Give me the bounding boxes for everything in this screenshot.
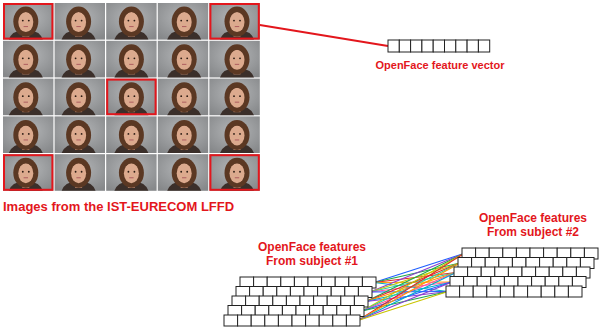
face-image bbox=[209, 41, 259, 78]
face-image bbox=[106, 154, 156, 191]
face-image bbox=[3, 154, 53, 191]
face-image bbox=[106, 79, 156, 116]
face-image bbox=[55, 3, 105, 40]
leader-line bbox=[260, 25, 388, 46]
face-image bbox=[158, 3, 208, 40]
face-image bbox=[209, 79, 259, 116]
face-image bbox=[106, 3, 156, 40]
selection-frame bbox=[210, 4, 258, 39]
figure-label: Images from the IST-EURECOM LFFD bbox=[3, 200, 303, 214]
face-image bbox=[106, 116, 156, 153]
selection-frame bbox=[4, 155, 52, 190]
face-image bbox=[55, 116, 105, 153]
face-image bbox=[3, 116, 53, 153]
face-image bbox=[55, 154, 105, 191]
figure-label: OpenFace features From subject #2 bbox=[473, 211, 593, 239]
face-image-grid bbox=[3, 3, 260, 191]
face-image bbox=[209, 154, 259, 191]
feature-vector bbox=[388, 40, 490, 52]
feature-stack bbox=[446, 248, 598, 297]
feature-stack bbox=[224, 277, 376, 326]
face-image bbox=[158, 116, 208, 153]
face-image bbox=[3, 3, 53, 40]
selection-frame bbox=[107, 80, 155, 115]
face-image bbox=[55, 41, 105, 78]
matching-lines bbox=[358, 254, 464, 321]
face-image bbox=[209, 116, 259, 153]
face-image bbox=[3, 41, 53, 78]
face-image bbox=[158, 41, 208, 78]
face-image bbox=[158, 79, 208, 116]
face-image bbox=[3, 79, 53, 116]
selection-frame bbox=[4, 4, 52, 39]
selection-frame bbox=[210, 155, 258, 190]
face-image bbox=[158, 154, 208, 191]
figure-label: OpenFace feature vector bbox=[350, 58, 530, 72]
figure-label: OpenFace features From subject #1 bbox=[252, 240, 372, 268]
face-image bbox=[55, 79, 105, 116]
face-image bbox=[106, 41, 156, 78]
face-image bbox=[209, 3, 259, 40]
